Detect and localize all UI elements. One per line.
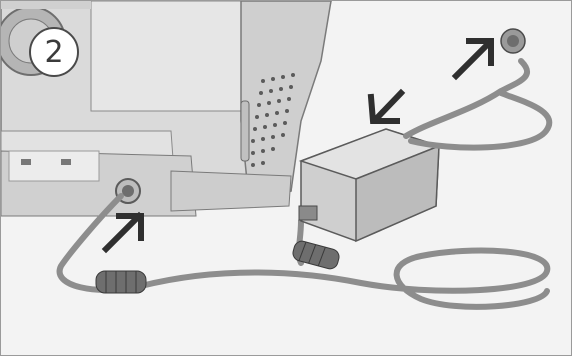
plug-arrow-icon — [456, 41, 491, 76]
mains-plug — [501, 29, 525, 53]
power-adapter — [299, 129, 439, 241]
ferrite-core — [96, 239, 341, 293]
adapter-cable-arrow-icon — [371, 93, 401, 121]
step-number-badge: 2 — [29, 27, 79, 77]
power-inlet-arrow-icon — [106, 216, 141, 249]
mains-cable — [406, 61, 549, 148]
